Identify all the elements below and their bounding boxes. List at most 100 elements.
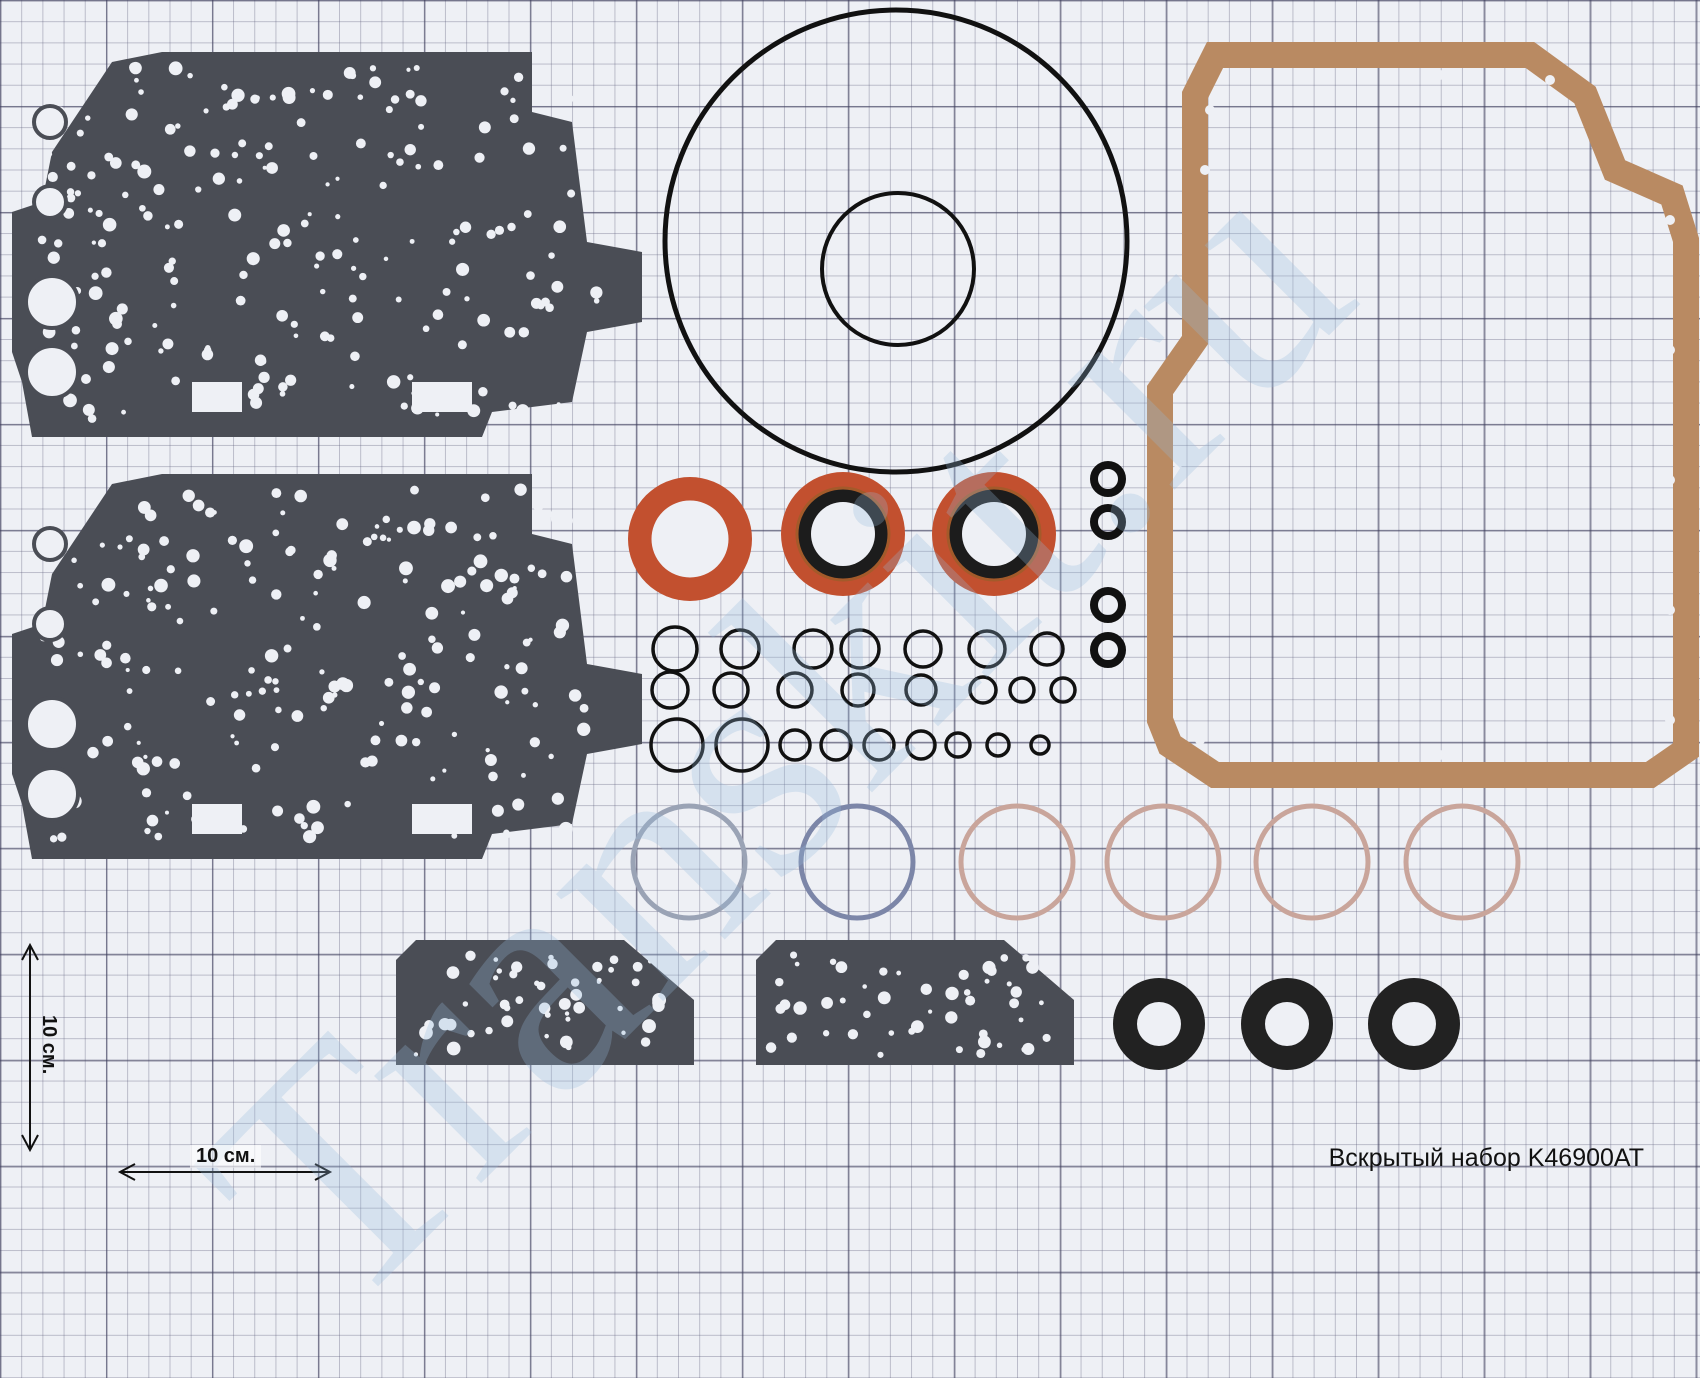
gasket-hole xyxy=(294,489,307,503)
gasket-hole xyxy=(146,598,151,603)
gasket-hole xyxy=(401,702,413,714)
caption: Вскрытый набор K46900AT xyxy=(1328,1144,1644,1172)
gasket-hole xyxy=(617,1005,623,1012)
gasket-hole xyxy=(95,209,103,218)
gasket-hole xyxy=(255,152,263,160)
gasket-hole xyxy=(244,560,251,567)
gasket-hole xyxy=(57,832,67,842)
gasket-hole xyxy=(87,414,97,423)
gasket-hole xyxy=(955,1046,963,1054)
gasket-hole xyxy=(151,756,163,767)
gasket-hole xyxy=(433,160,444,171)
gasket-hole xyxy=(1006,981,1012,987)
gasket-hole xyxy=(187,574,201,588)
gasket-hole xyxy=(97,239,107,248)
gasket-hole xyxy=(920,983,932,995)
o-ring xyxy=(1090,504,1126,540)
gasket-hole xyxy=(421,706,433,718)
gasket-hole xyxy=(77,651,84,658)
bolt-hole xyxy=(1195,735,1205,745)
gasket-hole xyxy=(170,302,177,309)
gasket-hole xyxy=(984,978,990,984)
o-ring xyxy=(905,729,937,761)
gasket-hole xyxy=(258,371,270,384)
o-ring xyxy=(719,628,761,670)
piston-seal-bore xyxy=(1265,1002,1309,1046)
gasket-hole xyxy=(486,229,496,240)
gasket-hole xyxy=(512,798,525,811)
gasket-hole xyxy=(315,251,325,261)
gasket-hole xyxy=(71,557,77,564)
gasket-hole xyxy=(515,662,528,675)
gasket-hole xyxy=(88,286,103,300)
gasket-hole xyxy=(526,271,535,280)
gasket-hole xyxy=(164,810,169,815)
gasket-hole xyxy=(348,294,357,303)
gasket-hole xyxy=(47,171,58,183)
gasket-hole xyxy=(445,521,457,534)
gasket-hole xyxy=(343,67,356,79)
gasket-hole xyxy=(319,669,325,675)
gasket-hole xyxy=(355,138,366,149)
o-ring xyxy=(1029,631,1065,667)
gasket-hole xyxy=(431,642,444,654)
gasket-hole xyxy=(1000,954,1009,962)
gasket-hole xyxy=(139,204,146,212)
arrow-heads xyxy=(117,1163,333,1181)
gasket-hole xyxy=(352,237,359,243)
gasket-hole xyxy=(158,348,164,354)
gasket-hole xyxy=(789,951,798,959)
gasket-hole xyxy=(94,649,107,661)
gasket-hole xyxy=(212,510,217,515)
gasket-hole xyxy=(499,999,510,1010)
gasket-hole xyxy=(109,311,123,326)
gasket-hole xyxy=(522,638,531,647)
o-ring xyxy=(904,673,938,707)
gasket-hole xyxy=(523,210,532,218)
gasket-hole xyxy=(403,662,416,676)
gasket-hole xyxy=(141,788,152,798)
gasket-hole xyxy=(278,382,288,392)
gasket-hole xyxy=(63,393,77,408)
gasket-hole xyxy=(32,606,68,642)
gasket-hole xyxy=(129,61,142,75)
oil-seal-bore xyxy=(811,502,875,566)
gasket-hole xyxy=(442,768,447,773)
gasket-hole xyxy=(379,181,387,190)
gasket-hole xyxy=(228,208,242,222)
gasket-hole xyxy=(277,224,290,237)
piston-seal-bore xyxy=(1137,1002,1181,1046)
gasket-hole xyxy=(560,570,573,583)
o-ring xyxy=(714,717,770,773)
gasket-hole xyxy=(203,108,209,114)
gasket-hole xyxy=(566,94,574,103)
gasket-hole xyxy=(231,88,245,102)
gasket-hole xyxy=(131,160,141,170)
gasket-hole xyxy=(432,309,444,320)
gasket-hole xyxy=(1022,954,1030,962)
bolt-hole xyxy=(1320,70,1330,80)
gasket-hole xyxy=(608,966,615,973)
gasket-hole xyxy=(294,813,305,824)
gasket-hole xyxy=(92,598,100,606)
gasket-hole xyxy=(1009,998,1020,1009)
gasket-hole xyxy=(125,108,138,121)
gasket-hole xyxy=(138,89,144,95)
horizontal-scale-label: 10 см. xyxy=(190,1145,262,1168)
gasket-hole xyxy=(77,582,84,589)
gasket-hole xyxy=(235,295,246,306)
bolt-hole xyxy=(1665,605,1675,615)
sealing-ring xyxy=(958,803,1076,921)
o-ring xyxy=(839,628,881,670)
gasket-hole xyxy=(395,734,408,747)
gasket-hole xyxy=(413,1052,419,1057)
gasket-hole xyxy=(182,489,195,502)
gasket-hole xyxy=(248,576,257,584)
gasket-hole xyxy=(501,1015,514,1028)
gasket-hole xyxy=(323,553,337,568)
gasket-hole xyxy=(928,1009,933,1014)
gasket-hole xyxy=(293,333,299,339)
o-ring xyxy=(840,672,876,708)
gasket-hole xyxy=(162,338,174,350)
gasket-hole xyxy=(558,997,571,1010)
